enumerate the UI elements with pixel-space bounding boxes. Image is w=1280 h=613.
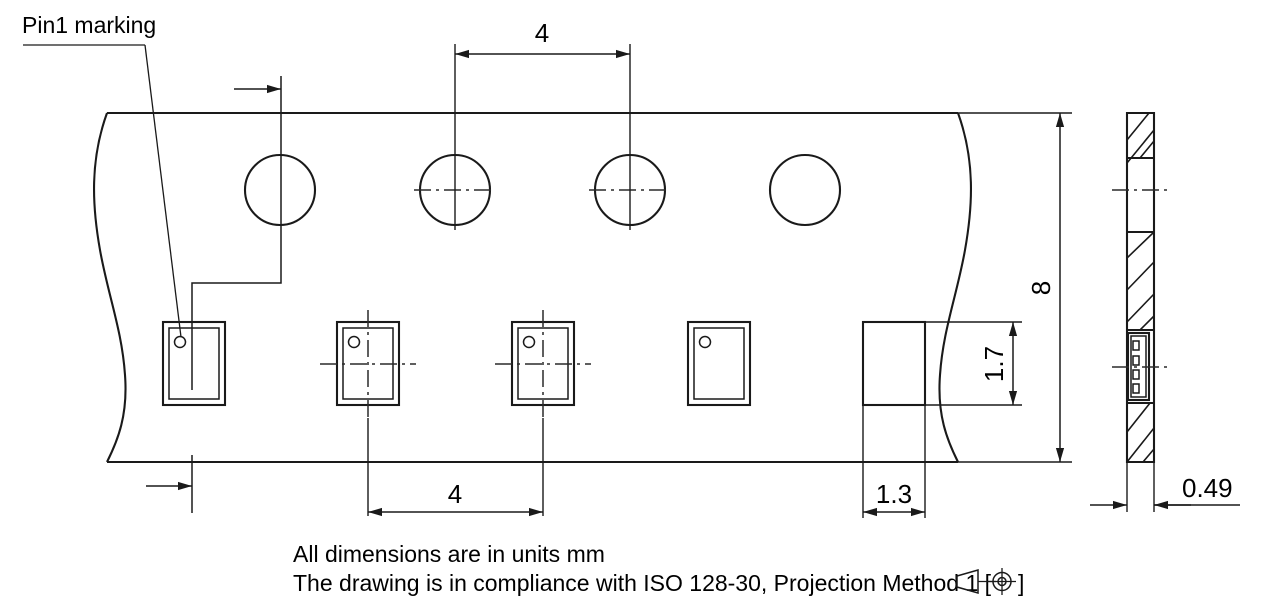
pin1-label: Pin1 marking — [22, 12, 156, 38]
drawing-notes: All dimensions are in units mm The drawi… — [293, 541, 1024, 596]
pocket-group — [161, 310, 927, 418]
side-view-lead-1 — [1132, 340, 1140, 351]
side-view-hatch-bottom — [1126, 402, 1155, 463]
pocket-2 — [320, 310, 416, 418]
sprocket-hole-1 — [243, 153, 317, 227]
pocket-1-outer — [161, 320, 227, 407]
dimension-pocket-width: 1.3 — [862, 405, 926, 518]
bottom-direction-arrow — [146, 455, 193, 513]
side-view-lead-2 — [1132, 355, 1140, 366]
pocket-width-value: 1.3 — [876, 479, 912, 509]
side-view-hatch-top — [1126, 112, 1155, 164]
note-line-1: All dimensions are in units mm — [293, 541, 605, 567]
projection-cone-icon — [956, 569, 979, 594]
dimension-tape-width: 8 — [958, 112, 1072, 463]
side-view — [1112, 111, 1170, 464]
pocket-3 — [495, 310, 591, 418]
dimension-pitch-bottom: 4 — [367, 418, 544, 517]
side-view-hatch-middle — [1126, 231, 1155, 331]
datum-step-path — [191, 76, 282, 390]
pocket-4-inner — [693, 327, 745, 400]
pocket-5-outer — [861, 320, 927, 407]
pitch-bottom-value: 4 — [448, 479, 462, 509]
pocket-1 — [161, 320, 227, 407]
dimension-pitch-top: 4 — [454, 18, 631, 230]
thickness-value: 0.49 — [1182, 473, 1233, 503]
pocket-4-outer — [686, 320, 752, 407]
dimension-pocket-height: 1.7 — [925, 321, 1022, 406]
side-view-body-outline — [1125, 111, 1156, 464]
pin1-leader-line — [144, 44, 182, 338]
front-view-tape-body — [93, 111, 972, 464]
pocket-5 — [861, 320, 927, 407]
tape-left-break-line — [93, 112, 127, 463]
dimension-tape-thickness: 0.49 — [1090, 462, 1240, 512]
side-view-lead-4 — [1132, 383, 1140, 394]
pocket-1-inner — [168, 327, 220, 400]
projection-method-symbol — [956, 568, 1016, 595]
pocket-height-value: 1.7 — [979, 346, 1009, 382]
side-view-pocket — [1112, 328, 1170, 405]
pocket-4-pin1-dot — [698, 335, 712, 349]
pitch-top-value: 4 — [535, 18, 549, 48]
pocket-4 — [686, 320, 752, 407]
pin1-annotation: Pin1 marking — [22, 12, 182, 338]
pocket-2-pin1-dot — [347, 335, 361, 349]
pocket-1-datum-step-line — [191, 76, 282, 390]
note-closing-bracket: ] — [1018, 570, 1024, 596]
sprocket-hole-group — [243, 153, 842, 227]
sprocket-hole-4 — [768, 153, 842, 227]
pocket-1-pin1-dot — [173, 335, 187, 349]
pocket-3-pin1-dot — [522, 335, 536, 349]
note-line-2: The drawing is in compliance with ISO 12… — [293, 570, 992, 596]
tape-right-break-line — [938, 112, 972, 463]
side-view-lead-3 — [1132, 369, 1140, 380]
tape-width-value: 8 — [1026, 281, 1056, 295]
